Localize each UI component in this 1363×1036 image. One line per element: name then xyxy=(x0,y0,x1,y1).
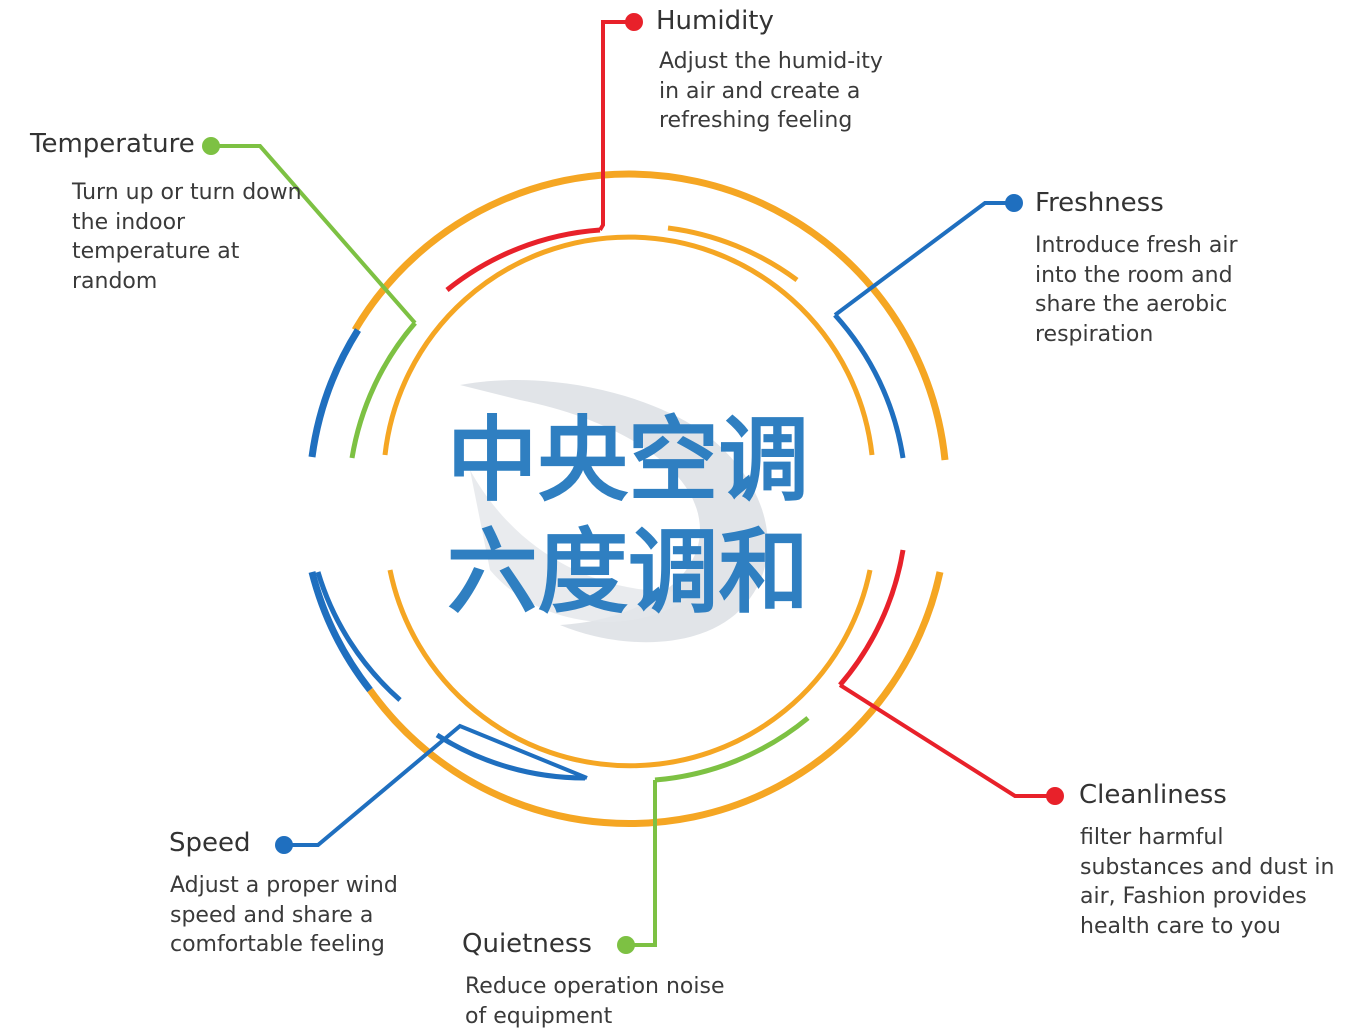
outer-ring-arc-top xyxy=(351,170,949,461)
connectors xyxy=(212,20,1055,947)
connector-freshness xyxy=(833,201,1013,317)
node-freshness: Freshness Introduce fresh air into the r… xyxy=(1035,188,1275,349)
quietness-dot-icon xyxy=(617,936,635,954)
middle-arc-red-top xyxy=(445,227,601,292)
inner-arc-top xyxy=(382,234,875,456)
cleanliness-dot-icon xyxy=(1046,787,1064,805)
outer-ring-arc-right xyxy=(367,571,944,827)
temperature-title: Temperature xyxy=(30,129,195,159)
middle-arc-orange-topright xyxy=(667,225,799,283)
node-quietness: Quietness Reduce operation noise of equi… xyxy=(462,929,725,1031)
inner-ring xyxy=(382,234,875,769)
connector-temperature xyxy=(212,144,417,325)
swirl-background-icon xyxy=(460,380,768,643)
middle-arc-green-bottom xyxy=(654,716,810,783)
speed-dot-icon xyxy=(275,836,293,854)
node-speed: Speed Adjust a proper wind speed and sha… xyxy=(169,828,430,960)
speed-description: Adjust a proper wind speed and share a c… xyxy=(170,873,398,957)
speed-title: Speed xyxy=(169,828,251,858)
connector-humidity xyxy=(598,20,633,232)
node-cleanliness: Cleanliness filter harmful substances an… xyxy=(1079,780,1342,941)
humidity-title: Humidity xyxy=(656,6,774,36)
connector-quietness xyxy=(626,780,657,947)
center-title-line1: 中央空调 xyxy=(447,407,809,514)
middle-arc-green-left xyxy=(349,321,417,459)
center-title-line2: 六度调和 xyxy=(447,519,809,626)
quietness-title: Quietness xyxy=(462,929,592,959)
temperature-description: Turn up or turn down the indoor temperat… xyxy=(72,180,302,294)
middle-arc-blue-right xyxy=(833,313,906,459)
temperature-dot-icon xyxy=(202,137,220,155)
cleanliness-title: Cleanliness xyxy=(1079,780,1227,810)
connector-dots xyxy=(202,13,1064,954)
freshness-dot-icon xyxy=(1005,194,1023,212)
node-temperature: Temperature Turn up or turn down the ind… xyxy=(30,129,302,296)
quietness-description: Reduce operation noise of equipment xyxy=(465,974,725,1029)
middle-arc-blue-left xyxy=(315,571,402,702)
humidity-dot-icon xyxy=(625,13,643,31)
outer-ring-arc-left-blue-top xyxy=(308,328,361,458)
humidity-description: Adjust the humid-ity in air and create a… xyxy=(659,49,883,133)
connector-cleanliness xyxy=(838,683,1055,798)
freshness-description: Introduce fresh air into the room and sh… xyxy=(1035,233,1238,347)
connector-speed xyxy=(284,723,588,847)
outer-ring xyxy=(308,170,949,827)
middle-arc-blue-bottom xyxy=(435,732,586,781)
node-humidity: Humidity Adjust the humid-ity in air and… xyxy=(656,6,899,136)
middle-arc-red-right xyxy=(838,549,906,687)
freshness-title: Freshness xyxy=(1035,188,1164,218)
middle-ring xyxy=(315,225,906,783)
inner-arc-bottom xyxy=(387,569,873,769)
outer-ring-arc-left-blue-bottom xyxy=(308,571,373,693)
cleanliness-description: filter harmful substances and dust in ai… xyxy=(1080,825,1335,939)
